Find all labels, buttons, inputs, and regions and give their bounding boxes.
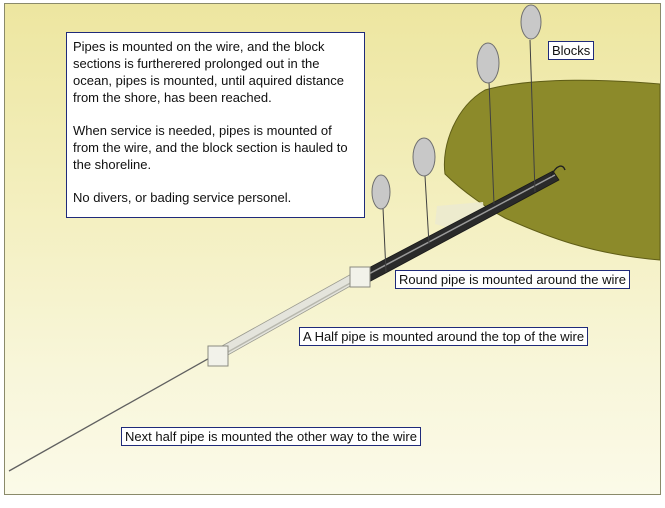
- round-pipe-highlight: [364, 174, 556, 277]
- diagram-frame: Pipes is mounted on the wire, and the bl…: [4, 3, 661, 495]
- description-paragraph-2: When service is needed, pipes is mounted…: [73, 123, 348, 172]
- block-line-4: [529, 39, 536, 193]
- block-line-1: [382, 207, 387, 273]
- block-line-2: [424, 175, 430, 245]
- blocks-label: Blocks: [548, 41, 595, 60]
- shore-landmass: [443, 79, 660, 261]
- block-marker-4: [520, 4, 542, 40]
- block-line-3: [488, 81, 495, 205]
- block-collar-near: [349, 266, 371, 288]
- description-paragraph-3: No divers, or bading service personel.: [73, 190, 292, 205]
- half-pipe-top-label: A Half pipe is mounted around the top of…: [299, 327, 589, 346]
- diagram-scene: [8, 4, 660, 472]
- half-pipe-top: [212, 271, 362, 361]
- half-pipe-top-shade: [218, 276, 362, 358]
- block-marker-2: [412, 137, 436, 177]
- block-marker-3: [476, 42, 500, 84]
- half-pipe-other-label: Next half pipe is mounted the other way …: [121, 427, 421, 446]
- description-box: Pipes is mounted on the wire, and the bl…: [66, 32, 365, 218]
- block-marker-1: [371, 174, 391, 210]
- wire-hook: [550, 165, 566, 177]
- round-pipe-label: Round pipe is mounted around the wire: [395, 270, 630, 289]
- block-collar-far: [207, 345, 229, 367]
- description-paragraph-1: Pipes is mounted on the wire, and the bl…: [73, 39, 345, 105]
